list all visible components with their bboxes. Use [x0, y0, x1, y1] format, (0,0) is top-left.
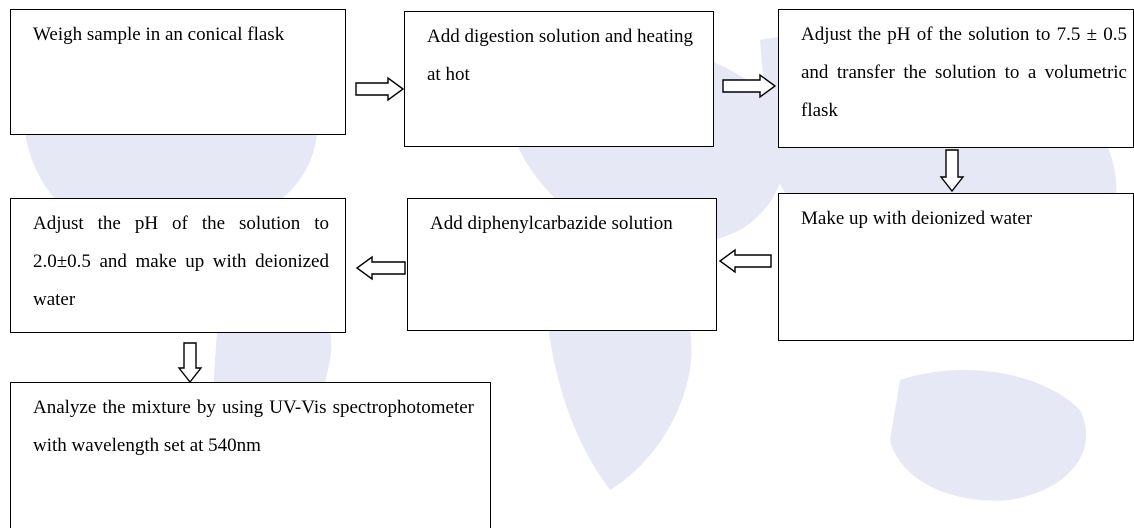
step-add-diphenylcarbazide: Add diphenylcarbazide solution [407, 198, 717, 331]
step-add-digestion: Add digestion solution and heating at ho… [404, 11, 714, 147]
step-adjust-ph-2: Adjust the pH of the solution to 2.0±0.5… [10, 198, 346, 333]
step-analyze-uv-vis: Analyze the mixture by using UV-Vis spec… [10, 382, 491, 528]
step-weigh-sample: Weigh sample in an conical flask [10, 9, 346, 135]
step-adjust-ph-7: Adjust the pH of the solution to 7.5 ± 0… [778, 9, 1134, 148]
step-make-up-water: Make up with deionized water [778, 193, 1134, 341]
